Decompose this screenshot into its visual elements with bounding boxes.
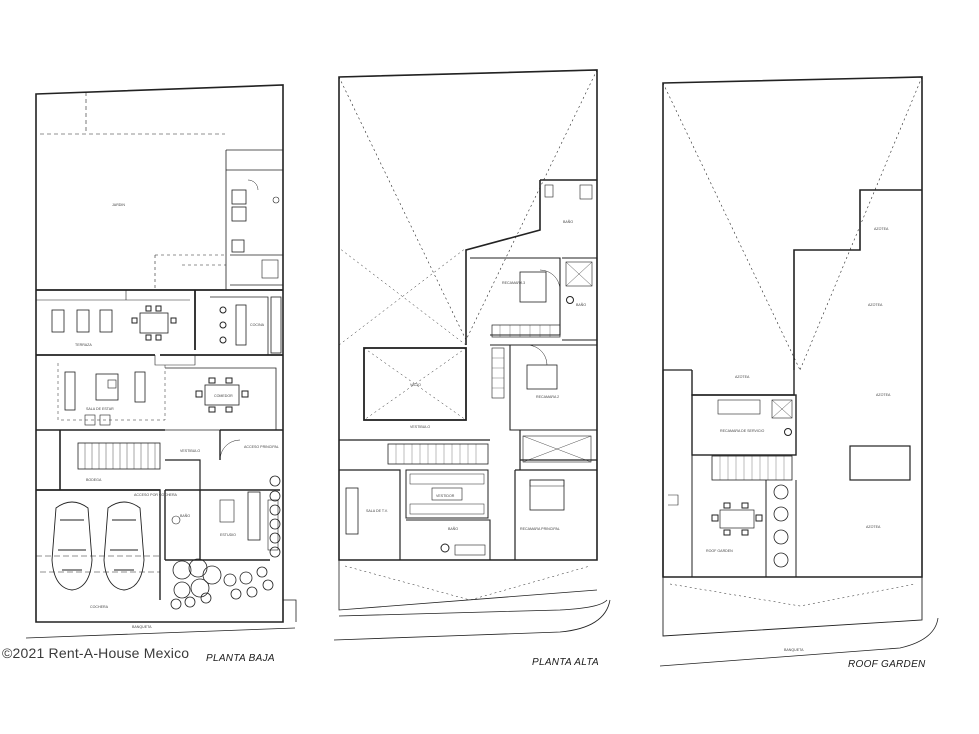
room-label-bano-low: BAÑO <box>448 526 458 531</box>
plan-title-roof-garden: ROOF GARDEN <box>848 659 926 670</box>
room-label-bodega: BODEGA <box>86 478 102 482</box>
room-label-azotea-2: AZOTEA <box>868 303 883 307</box>
room-label-vestibulo-alta: VESTIBULO <box>410 425 430 429</box>
plan-title-planta-baja: PLANTA BAJA <box>206 653 275 664</box>
room-label-bano-mid: BAÑO <box>576 302 586 307</box>
room-label-comedor: COMEDOR <box>214 394 233 398</box>
room-label-bano-top: BAÑO <box>563 219 573 224</box>
room-label-bano-pb: BAÑO <box>180 513 190 518</box>
room-label-cochera: COCHERA <box>90 605 109 609</box>
room-label-vestidor: VESTIDOR <box>436 494 455 498</box>
room-label-cocina: COCINA <box>250 323 265 327</box>
room-label-vacio-alta: VACIO <box>410 383 421 387</box>
room-label-roof-garden: ROOF GARDEN <box>706 549 733 553</box>
room-label-banqueta-pb: BANQUETA <box>132 625 152 629</box>
room-label-terraza: TERRAZA <box>75 343 92 347</box>
planta-baja-plan <box>25 84 297 639</box>
room-label-recamara-2: RECAMARA 2 <box>536 395 559 399</box>
room-label-estudio: ESTUDIO <box>220 533 236 537</box>
room-label-recamara-principal: RECAMARA PRINCIPAL <box>520 527 560 531</box>
room-label-azotea-1: AZOTEA <box>874 227 889 231</box>
room-label-azotea-5: AZOTEA <box>866 525 881 529</box>
room-label-banqueta-roof: BANQUETA <box>784 648 804 652</box>
room-label-vestibulo: VESTIBULO <box>180 449 200 453</box>
room-label-recamara-3: RECAMARA 3 <box>502 281 525 285</box>
room-label-azotea-3: AZOTEA <box>876 393 891 397</box>
room-label-jardin: JARDIN <box>112 203 125 207</box>
watermark-text: ©2021 Rent-A-House Mexico <box>2 645 190 661</box>
room-label-azotea-4: AZOTEA <box>735 375 750 379</box>
room-label-acceso-principal: ACCESO PRINCIPAL <box>244 445 279 449</box>
plan-title-planta-alta: PLANTA ALTA <box>532 657 600 668</box>
room-label-sala: SALA DE ESTAR <box>86 407 114 411</box>
room-label-recamara-servicio: RECAMARA DE SERVICIO <box>720 429 764 433</box>
room-label-sala-tv: SALA DE T.V. <box>366 509 388 513</box>
room-label-acceso-cochera: ACCESO POR COCHERA <box>134 493 178 497</box>
planta-alta-plan <box>333 69 611 641</box>
roof-garden-plan <box>659 76 939 667</box>
